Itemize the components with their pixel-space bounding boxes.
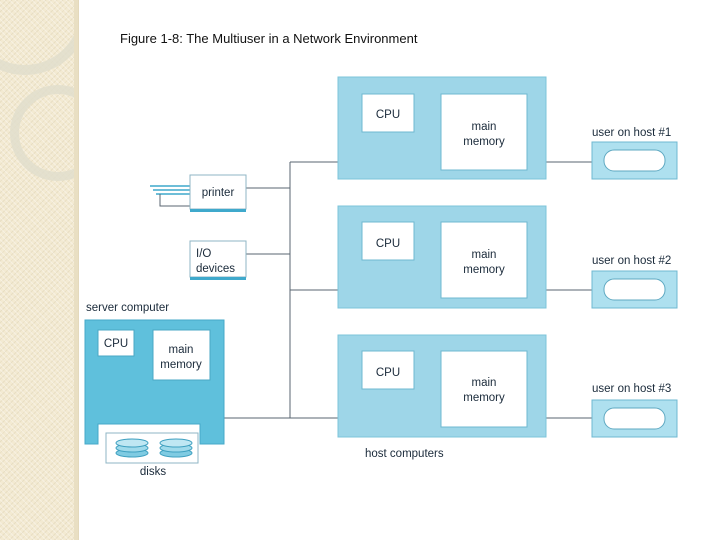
host-1-memory-box (440, 93, 528, 171)
io-devices-box (189, 240, 247, 278)
host-2-memory-label-line1: main (472, 249, 497, 261)
sidebar-edge (74, 0, 78, 540)
host-1-cpu-box (361, 93, 415, 133)
decorative-ring-large (0, 0, 78, 75)
host-2-memory-label-line2: memory (463, 264, 505, 276)
user-host-1-label: user on host #1 (592, 127, 671, 139)
host-3-memory-label-line2: memory (463, 392, 505, 404)
host-computers-caption: host computers (365, 448, 444, 460)
host-3-memory-label-line1: main (472, 377, 497, 389)
printer-base (190, 209, 246, 212)
terminal-2-screen-icon (603, 278, 666, 301)
host-3-cpu-box (361, 350, 415, 390)
user-terminal-1: user on host #1 (591, 127, 678, 180)
host-2-memory-box (440, 221, 528, 299)
host-computer-2: CPU main memory (337, 205, 547, 309)
user-terminal-2: user on host #2 (591, 255, 678, 309)
server-computer-caption: server computer (86, 302, 169, 314)
io-devices-label-line1: I/O (196, 248, 211, 260)
figure-title: Figure 1-8: The Multiuser in a Network E… (120, 31, 418, 46)
io-devices-label-line2: devices (196, 263, 235, 275)
host-computer-3: CPU main memory (337, 334, 547, 438)
server-memory-box (152, 329, 211, 381)
disks: disks (105, 432, 199, 478)
server-cpu-box (97, 329, 135, 357)
user-host-2-label: user on host #2 (592, 255, 671, 267)
host-2-cpu-box (361, 221, 415, 261)
server-memory-label-line1: main (169, 344, 194, 356)
disk-stack-2-icon (159, 438, 193, 458)
terminal-3-screen-icon (603, 407, 666, 430)
printer-label: printer (202, 187, 235, 199)
server-cpu-label: CPU (104, 338, 128, 350)
host-1-cpu-label: CPU (376, 109, 400, 121)
server-computer: CPU main memory (84, 319, 225, 445)
host-2-cpu-label: CPU (376, 238, 400, 250)
host-3-memory-box (440, 350, 528, 428)
printer: printer (150, 174, 247, 212)
host-computer-1: CPU main memory (337, 76, 547, 180)
host-1-memory-label-line1: main (472, 121, 497, 133)
user-host-3-label: user on host #3 (592, 383, 671, 395)
host-1-memory-label-line2: memory (463, 136, 505, 148)
server-memory-label-line2: memory (160, 359, 202, 371)
decorative-ring-small (10, 85, 78, 181)
connection-lines (224, 161, 592, 419)
user-terminal-3: user on host #3 (591, 383, 678, 438)
io-devices: I/O devices (189, 240, 247, 280)
disk-stack-1-icon (115, 438, 149, 458)
printer-feed-line (159, 194, 190, 207)
host-3-cpu-label: CPU (376, 367, 400, 379)
disks-label: disks (140, 466, 166, 478)
printer-box (189, 174, 247, 210)
decorative-sidebar (0, 0, 79, 540)
io-devices-base (190, 277, 246, 280)
terminal-1-screen-icon (603, 149, 666, 172)
